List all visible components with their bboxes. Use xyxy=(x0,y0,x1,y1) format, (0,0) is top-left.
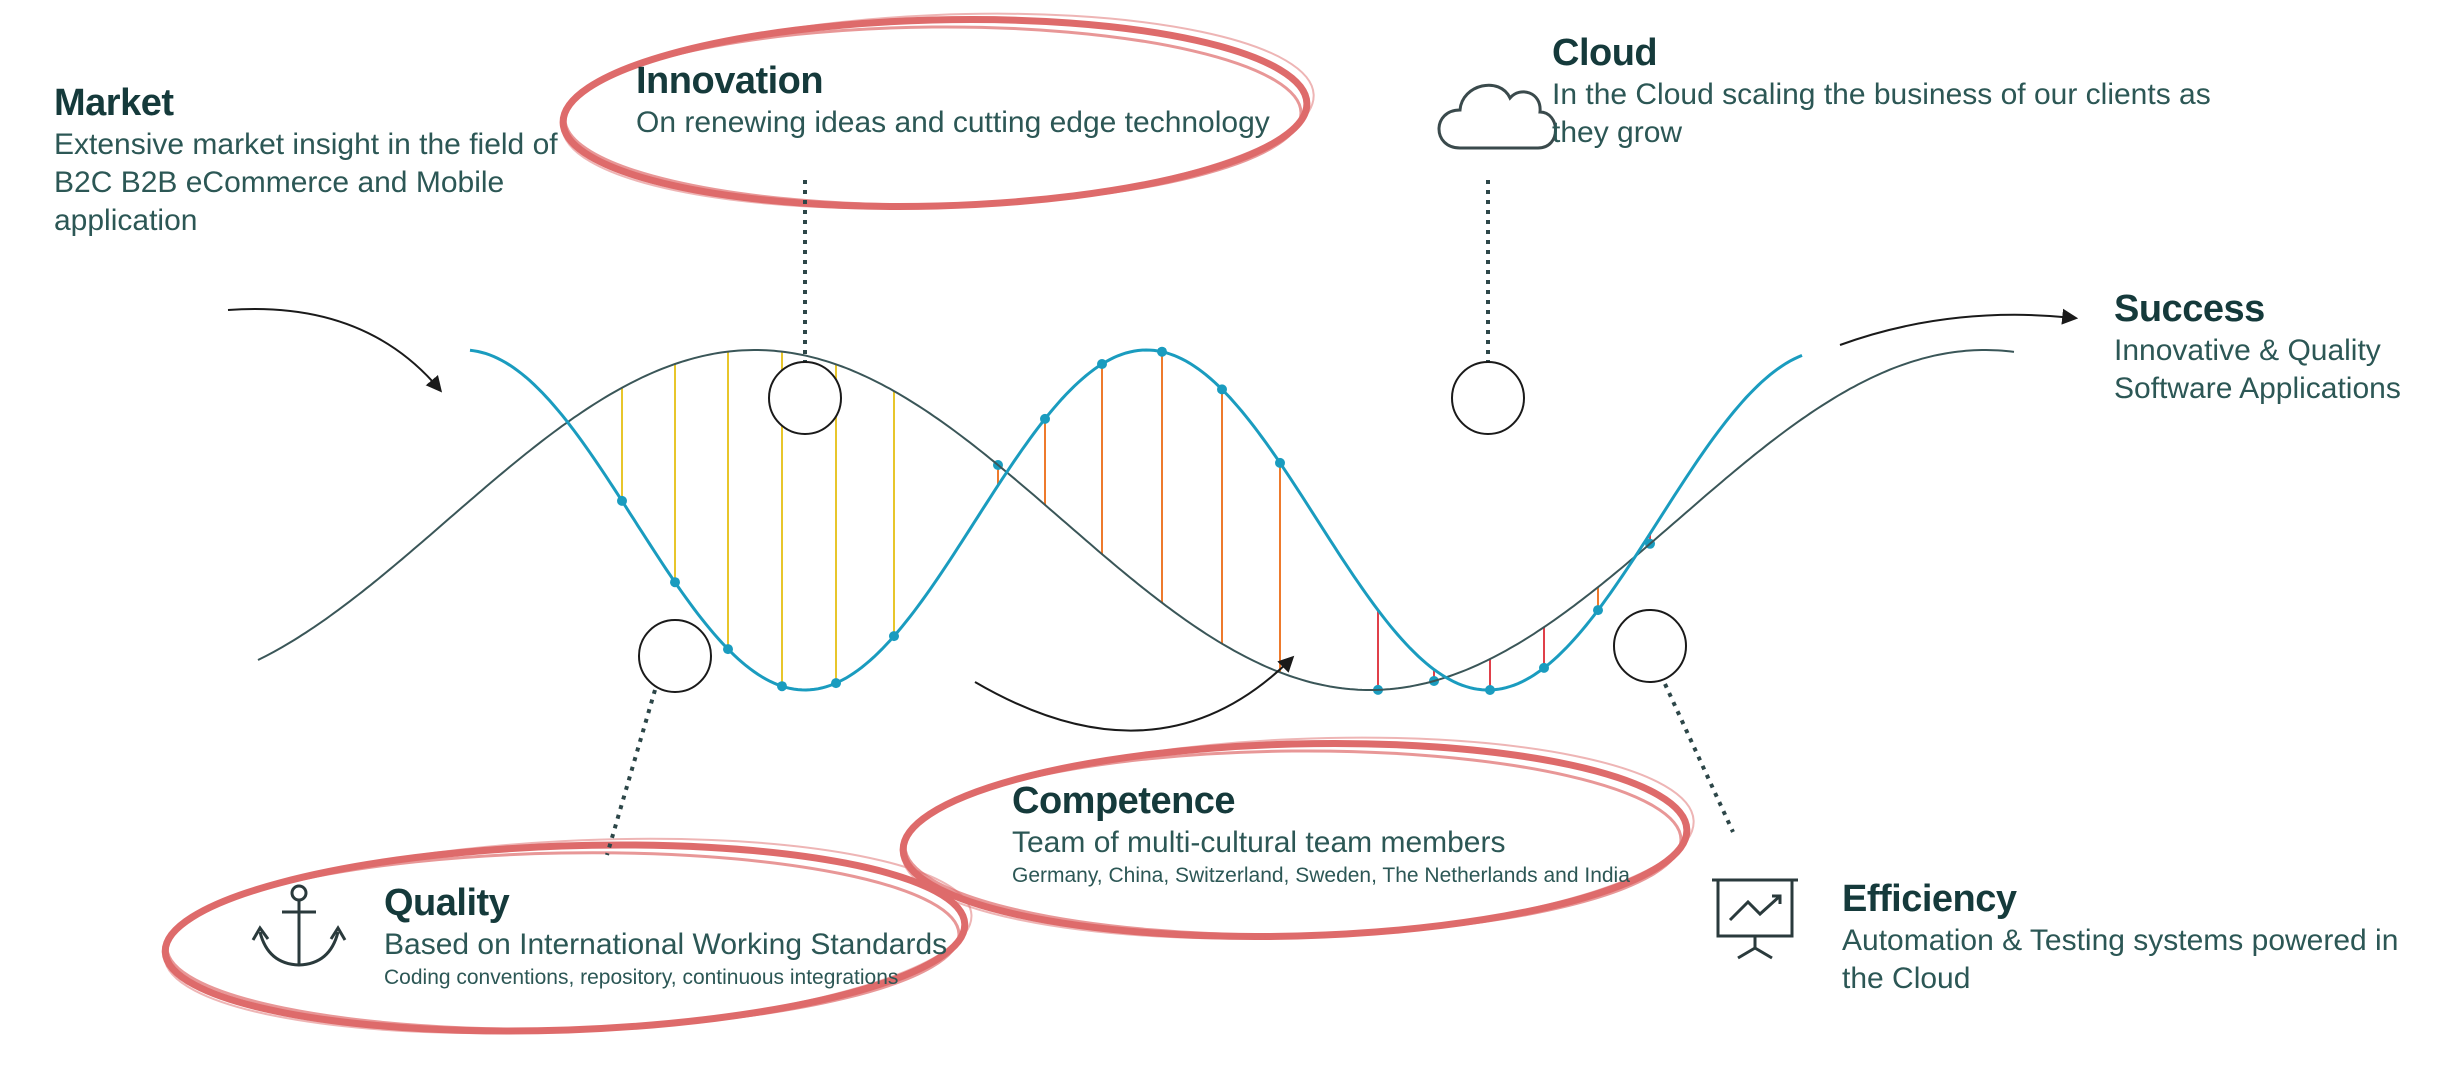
milestone-circle-efficiency xyxy=(1613,609,1687,683)
quality-block: Quality Based on International Working S… xyxy=(384,882,984,992)
helix-strand-dark xyxy=(257,349,2015,691)
milestone-circles xyxy=(638,361,1687,693)
flow-arrow-success xyxy=(1839,308,2079,346)
highlight-ellipse-innovation xyxy=(559,12,1315,210)
presentation-chart-icon xyxy=(1712,878,1798,960)
market-description: Extensive market insight in the field of… xyxy=(54,127,558,237)
efficiency-block: Efficiency Automation & Testing systems … xyxy=(1842,878,2402,998)
competence-detail: Germany, China, Switzerland, Sweden, The… xyxy=(1012,863,1630,887)
quality-description: Based on International Working Standards xyxy=(384,927,948,961)
innovation-description: On renewing ideas and cutting edge techn… xyxy=(636,105,1270,139)
competence-description: Team of multi-cultural team members xyxy=(1012,825,1506,859)
flow-arrow-market xyxy=(227,308,443,393)
quality-detail: Coding conventions, repository, continuo… xyxy=(384,965,899,989)
market-title: Market xyxy=(54,82,174,124)
success-block: Success Innovative & Quality Software Ap… xyxy=(2114,288,2432,408)
milestone-circle-cloud xyxy=(1451,361,1525,435)
connector-efficiency xyxy=(1663,683,1735,833)
efficiency-title: Efficiency xyxy=(1842,878,2017,920)
dotted-connectors xyxy=(605,180,1735,856)
anchor-icon xyxy=(251,884,347,967)
highlight-ellipse-quality xyxy=(161,837,973,1035)
cloud-block: Cloud In the Cloud scaling the business … xyxy=(1552,32,2252,152)
flow-arrow-competence xyxy=(974,655,1295,732)
cloud-icon xyxy=(1437,83,1557,150)
cloud-description: In the Cloud scaling the business of our… xyxy=(1552,77,2211,149)
connector-quality xyxy=(605,689,657,856)
success-title: Success xyxy=(2114,288,2265,330)
innovation-block: Innovation On renewing ideas and cutting… xyxy=(636,60,1296,142)
cloud-title: Cloud xyxy=(1552,32,1658,74)
helix-strand-teal xyxy=(469,348,1803,692)
milestone-circle-innovation xyxy=(768,361,842,435)
quality-title: Quality xyxy=(384,882,510,924)
innovation-title: Innovation xyxy=(636,60,824,102)
success-description: Innovative & Quality Software Applicatio… xyxy=(2114,333,2401,405)
competence-title: Competence xyxy=(1012,780,1236,822)
highlight-ellipse-competence xyxy=(899,736,1695,941)
market-block: Market Extensive market insight in the f… xyxy=(54,82,594,240)
competence-block: Competence Team of multi-cultural team m… xyxy=(1012,780,1752,890)
efficiency-description: Automation & Testing systems powered in … xyxy=(1842,923,2399,995)
milestone-circle-quality xyxy=(638,619,712,693)
